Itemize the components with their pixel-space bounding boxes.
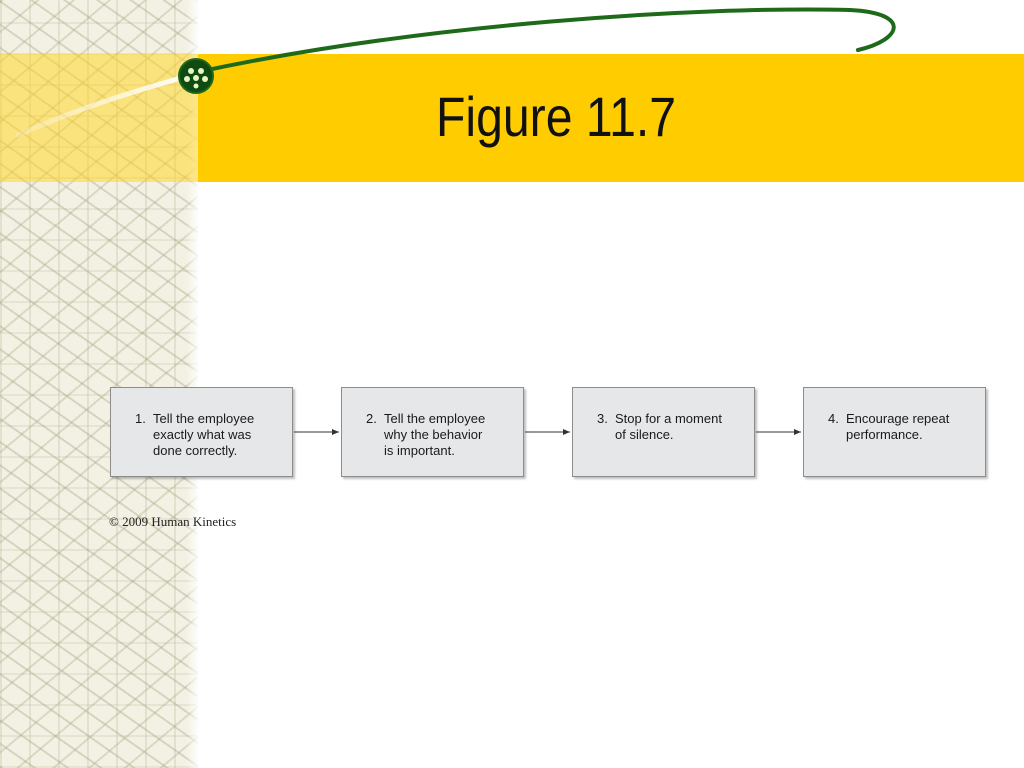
step-number: 4.	[828, 411, 839, 426]
step-box-1: 1. Tell the employee exactly what was do…	[110, 387, 293, 477]
pattern-fade	[186, 0, 198, 768]
swoosh-decoration	[15, 7, 896, 138]
swoosh-curve	[196, 7, 896, 74]
step-number: 2.	[366, 411, 377, 426]
step-text: Tell the employee why the behavior is im…	[384, 411, 486, 458]
step-text: Encourage repeat performance.	[846, 411, 950, 442]
swoosh-knot-icon	[178, 58, 214, 94]
step-box-3: 3. Stop for a moment of silence.	[572, 387, 755, 477]
step-box-4: 4. Encourage repeat performance.	[803, 387, 986, 477]
title-band	[198, 54, 1024, 182]
step-text: Tell the employee exactly what was done …	[153, 411, 255, 458]
step-text: Stop for a moment of silence.	[615, 411, 722, 442]
swoosh-trail	[15, 73, 191, 138]
step-box-2: 2. Tell the employee why the behavior is…	[341, 387, 524, 477]
step-number: 3.	[597, 411, 608, 426]
title-band-overlay	[0, 54, 198, 182]
copyright-notice: © 2009 Human Kinetics	[109, 514, 237, 529]
step-number: 1.	[135, 411, 146, 426]
slide-title: Figure 11.7	[436, 85, 677, 148]
